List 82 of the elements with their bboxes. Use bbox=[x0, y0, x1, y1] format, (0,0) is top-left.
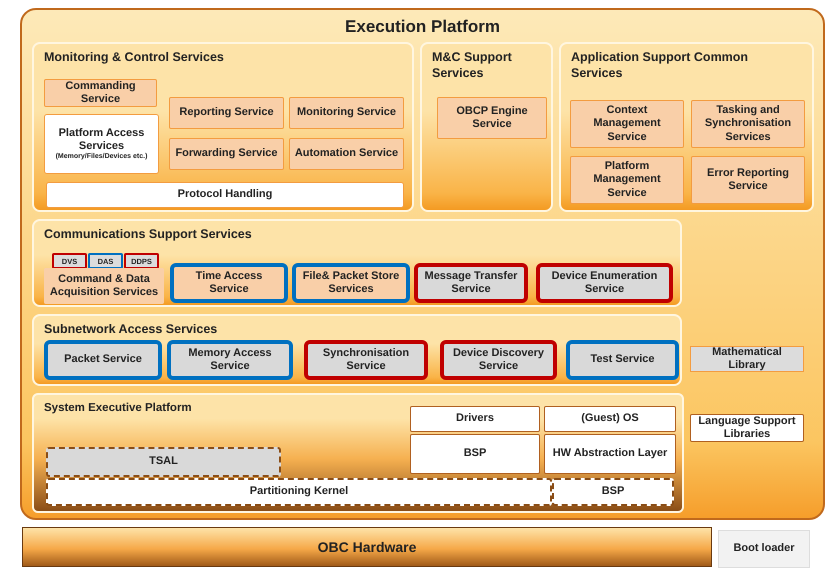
service-box bbox=[691, 100, 805, 148]
service-box bbox=[292, 263, 410, 303]
label-text: Device Enumeration Service bbox=[550, 270, 658, 296]
component-box bbox=[46, 478, 552, 506]
hardware-bar bbox=[22, 527, 712, 567]
service-box bbox=[566, 340, 679, 380]
label-text: Error Reporting Service bbox=[706, 166, 790, 194]
service-box bbox=[570, 156, 684, 204]
label-text: Packet Service bbox=[64, 353, 142, 367]
label-text: Device Discovery Service bbox=[452, 346, 546, 374]
service-box bbox=[536, 263, 673, 303]
service-box bbox=[570, 100, 684, 148]
service-group-panel bbox=[420, 42, 553, 212]
platform-frame bbox=[20, 8, 825, 520]
service-group-panel bbox=[32, 393, 684, 513]
label-text: OBC Hardware bbox=[318, 538, 416, 556]
tag-box bbox=[124, 253, 159, 269]
service-group-panel bbox=[559, 42, 814, 212]
library-box bbox=[690, 346, 804, 372]
service-box bbox=[304, 340, 428, 380]
service-box bbox=[289, 97, 404, 129]
service-group-panel bbox=[32, 219, 682, 307]
group-heading: Communications Support Services bbox=[44, 227, 252, 243]
label-text: Memory Access Service bbox=[187, 346, 273, 374]
component-box bbox=[544, 434, 676, 474]
tag-box bbox=[52, 253, 87, 269]
label-text: Time Access Service bbox=[194, 270, 264, 296]
label-text: Protocol Handling bbox=[178, 188, 272, 202]
label-text: BSP bbox=[602, 485, 624, 499]
group-heading: Monitoring & Control Services bbox=[44, 50, 224, 66]
group-heading: System Executive Platform bbox=[44, 401, 192, 416]
group-heading: Execution Platform bbox=[344, 16, 501, 38]
label-text: OBCP Engine Service bbox=[455, 104, 529, 132]
component-box bbox=[410, 406, 540, 432]
component-box bbox=[718, 530, 810, 568]
service-box bbox=[46, 182, 404, 208]
label-text: Partitioning Kernel bbox=[250, 485, 348, 499]
group-heading: Application Support Common Services bbox=[571, 50, 750, 82]
label-text: Platform Access Services bbox=[58, 126, 146, 152]
component-box bbox=[552, 478, 674, 506]
service-box bbox=[169, 138, 284, 170]
label-text: Test Service bbox=[590, 353, 654, 367]
component-box bbox=[410, 434, 540, 474]
service-box bbox=[289, 138, 404, 170]
label-text: Drivers bbox=[456, 412, 494, 426]
group-heading: Subnetwork Access Services bbox=[44, 322, 218, 338]
label-text: Command & Data Acquisition Services bbox=[48, 272, 160, 300]
label-text: File& Packet Store Services bbox=[302, 270, 400, 296]
label-text: Forwarding Service bbox=[175, 147, 278, 161]
label-text: BSP bbox=[464, 447, 486, 461]
label-text: (Guest) OS bbox=[581, 412, 639, 426]
label-text: Message Transfer Service bbox=[424, 270, 518, 296]
component-box bbox=[46, 447, 281, 477]
label-text: Monitoring Service bbox=[296, 106, 396, 120]
tag-box bbox=[88, 253, 123, 269]
service-box bbox=[414, 263, 528, 303]
label-text: Platform Management Service bbox=[592, 160, 662, 200]
component-box bbox=[544, 406, 676, 432]
label-text: HW Abstraction Layer bbox=[552, 447, 668, 461]
service-box bbox=[691, 156, 805, 204]
service-box bbox=[170, 263, 288, 303]
label-text: Boot loader bbox=[733, 542, 795, 556]
label-text: Language Support Libraries bbox=[697, 414, 797, 442]
component-box bbox=[690, 414, 804, 442]
label-text: Automation Service bbox=[294, 147, 398, 161]
label-text: Synchronisation Service bbox=[322, 346, 410, 374]
service-group-panel bbox=[32, 314, 682, 386]
label-text: Context Management Service bbox=[592, 104, 662, 144]
label-text: TSAL bbox=[149, 455, 178, 469]
label-text: Mathematical Library bbox=[711, 346, 783, 372]
label-text: Reporting Service bbox=[179, 106, 274, 120]
service-box bbox=[169, 97, 284, 129]
service-box bbox=[44, 114, 159, 174]
label-text: Commanding Service bbox=[64, 80, 137, 106]
group-heading: M&C Support Services bbox=[432, 50, 513, 82]
service-box bbox=[167, 340, 293, 380]
service-box bbox=[44, 79, 157, 107]
service-box bbox=[437, 97, 547, 139]
service-group-panel bbox=[32, 42, 414, 212]
service-box bbox=[44, 340, 162, 380]
service-box bbox=[440, 340, 557, 380]
label-text: Tasking and Synchronisation Services bbox=[704, 104, 792, 144]
